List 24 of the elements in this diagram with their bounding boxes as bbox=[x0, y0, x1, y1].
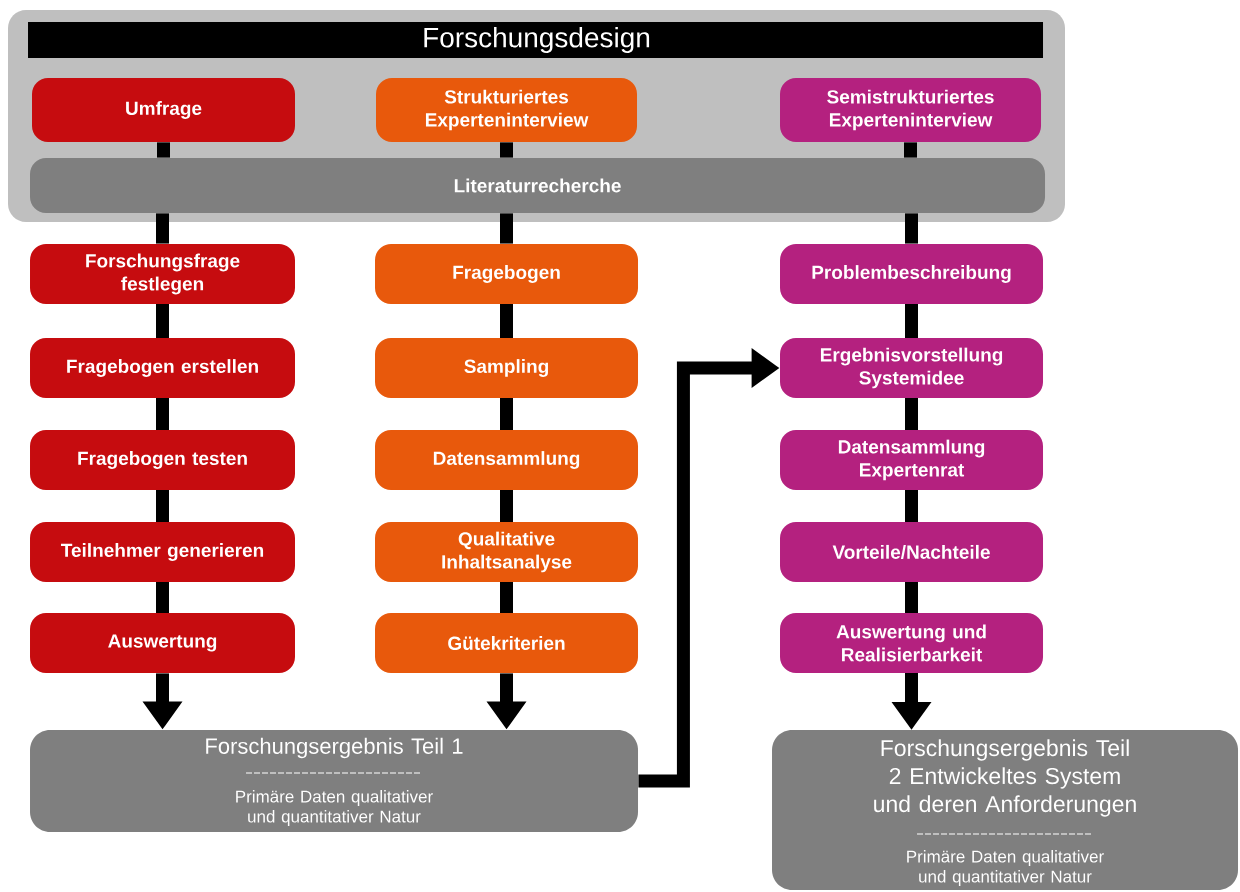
process-box: Ergebnisvorstellung Systemidee bbox=[780, 338, 1043, 398]
process-box: Fragebogen testen bbox=[30, 430, 295, 490]
process-box: Qualitative Inhaltsanalyse bbox=[375, 522, 638, 582]
process-box: Fragebogen erstellen bbox=[30, 338, 295, 398]
process-box: Gütekriterien bbox=[375, 613, 638, 673]
method-box: Umfrage bbox=[32, 78, 295, 142]
method-box: Strukturiertes Experteninterview bbox=[376, 78, 637, 142]
result-heading: Forschungsergebnis Teil 1 bbox=[206, 737, 463, 759]
process-box: Forschungsfrage festlegen bbox=[30, 244, 295, 304]
title-bar: Forschungsdesign bbox=[28, 22, 1043, 58]
process-box: Datensammlung bbox=[375, 430, 638, 490]
method-box: Semistrukturiertes Experteninterview bbox=[780, 78, 1041, 142]
process-box: Fragebogen bbox=[375, 244, 638, 304]
process-box: Problembeschreibung bbox=[780, 244, 1043, 304]
process-box: Auswertung bbox=[30, 613, 295, 673]
process-box: Datensammlung Expertenrat bbox=[780, 430, 1043, 490]
result-text: Primäre Daten qualitativer und quantitativer Natur bbox=[236, 790, 433, 826]
band: Literaturrecherche bbox=[30, 158, 1045, 213]
result-text: Primäre Daten qualitativer und quantitativer Natur bbox=[907, 850, 1104, 886]
process-box: Auswertung und Realisierbarkeit bbox=[780, 613, 1043, 673]
result-heading: Forschungsergebnis Teil 2 Entwickeltes System und deren Anforderungen bbox=[874, 739, 1136, 817]
process-box: Teilnehmer generieren bbox=[30, 522, 295, 582]
process-box: Sampling bbox=[375, 338, 638, 398]
process-box: Vorteile/Nachteile bbox=[780, 522, 1043, 582]
